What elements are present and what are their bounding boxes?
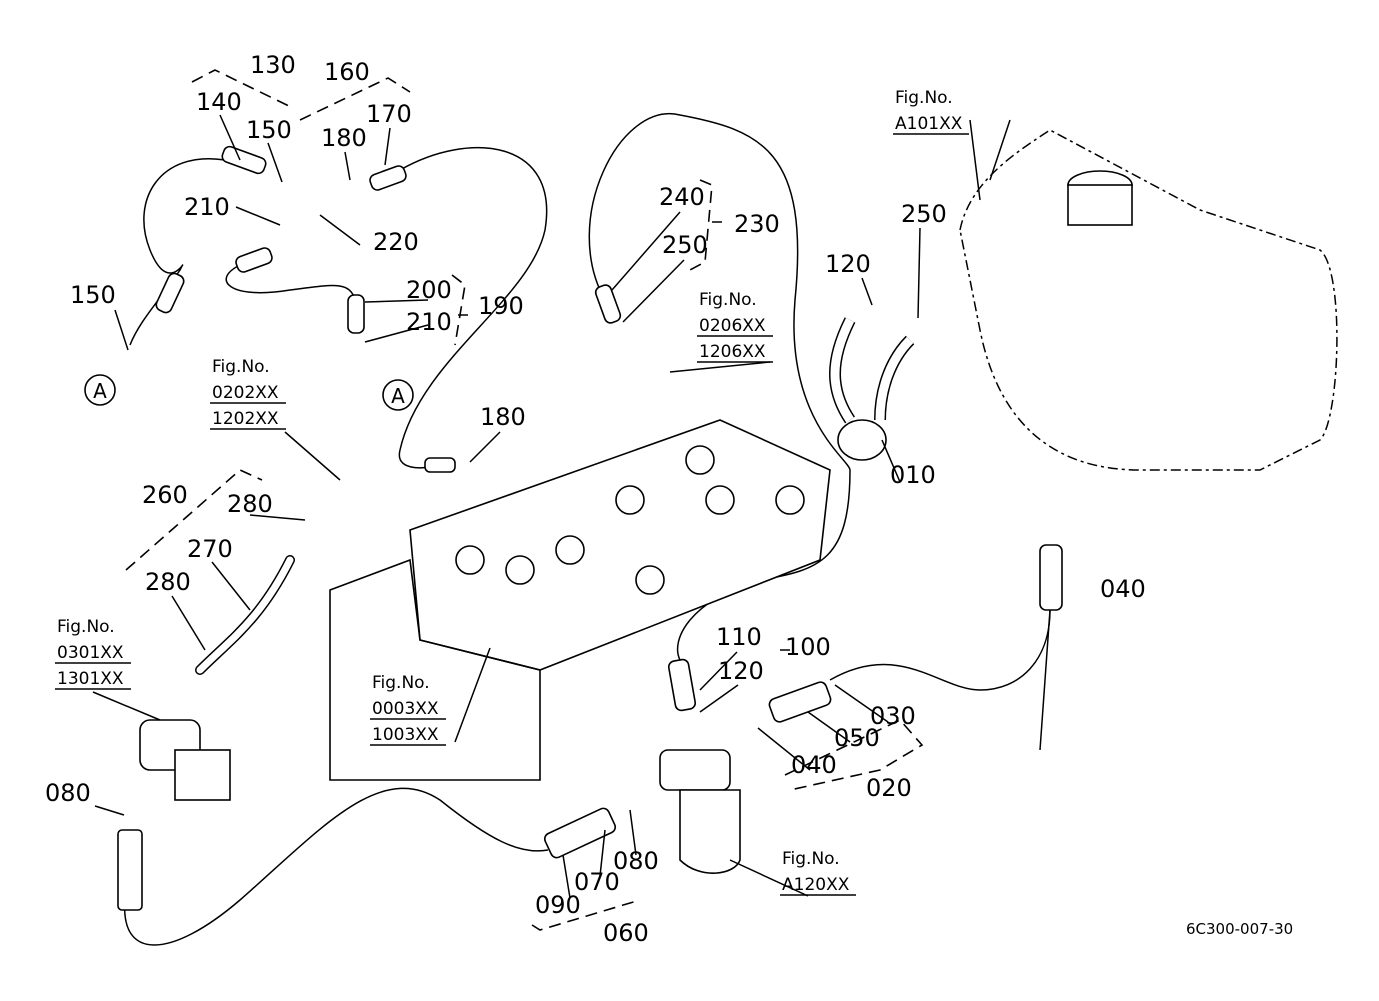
callout-250: 250 bbox=[901, 200, 947, 228]
callout-040: 040 bbox=[1100, 575, 1146, 603]
figure-ref-code: 1206XX bbox=[699, 342, 766, 362]
callout-280: 280 bbox=[227, 490, 273, 518]
callout-120: 120 bbox=[825, 250, 871, 278]
drawing-code: 6C300-007-30 bbox=[1186, 920, 1293, 938]
callout-010: 010 bbox=[890, 461, 936, 489]
callout-130: 130 bbox=[250, 51, 296, 79]
section-marker-A: A bbox=[391, 384, 405, 408]
figure-ref-code: 0202XX bbox=[212, 383, 279, 403]
callout-250: 250 bbox=[662, 231, 708, 259]
fuel-tank bbox=[959, 129, 1338, 471]
callout-labels: 130 160 140 170 150 180 210 220 150 200 190 210 180 2… bbox=[45, 51, 1293, 947]
callout-080: 080 bbox=[45, 779, 91, 807]
fuel-filter bbox=[659, 749, 741, 874]
leader-lines bbox=[92, 69, 1051, 931]
hose-segments bbox=[155, 145, 1063, 859]
callout-150: 150 bbox=[246, 116, 292, 144]
callout-280: 280 bbox=[145, 568, 191, 596]
callout-040: 040 bbox=[791, 751, 837, 779]
figure-ref-code: 1202XX bbox=[212, 409, 279, 429]
callout-090: 090 bbox=[535, 891, 581, 919]
fuel-pump bbox=[117, 719, 231, 911]
figure-ref-code: A101XX bbox=[895, 114, 963, 134]
figure-ref-title: Fig.No. bbox=[212, 357, 270, 377]
figure-ref-code: 1003XX bbox=[372, 725, 439, 745]
callout-190: 190 bbox=[478, 292, 524, 320]
figure-ref-code: 1301XX bbox=[57, 669, 124, 689]
callout-020: 020 bbox=[866, 774, 912, 802]
callout-060: 060 bbox=[603, 919, 649, 947]
figure-ref-title: Fig.No. bbox=[699, 290, 757, 310]
callout-170: 170 bbox=[366, 100, 412, 128]
callout-150: 150 bbox=[70, 281, 116, 309]
figure-ref-code: A120XX bbox=[782, 875, 850, 895]
callout-100: 100 bbox=[785, 633, 831, 661]
figure-ref-title: Fig.No. bbox=[372, 673, 430, 693]
callout-160: 160 bbox=[324, 58, 370, 86]
callout-210: 210 bbox=[184, 193, 230, 221]
section-marker-circle bbox=[382, 379, 414, 411]
callout-050: 050 bbox=[834, 724, 880, 752]
figure-ref-title: Fig.No. bbox=[57, 617, 115, 637]
callout-240: 240 bbox=[659, 183, 705, 211]
section-marker-circle bbox=[84, 374, 116, 406]
callout-180: 180 bbox=[321, 124, 367, 152]
figure-ref-code: 0206XX bbox=[699, 316, 766, 336]
figure-ref-title: Fig.No. bbox=[782, 849, 840, 869]
section-marker-A: A bbox=[93, 379, 107, 403]
callout-030: 030 bbox=[870, 702, 916, 730]
callout-200: 200 bbox=[406, 276, 452, 304]
callout-070: 070 bbox=[574, 868, 620, 896]
callout-140: 140 bbox=[196, 88, 242, 116]
callout-230: 230 bbox=[734, 210, 780, 238]
callout-120: 120 bbox=[718, 657, 764, 685]
cylinder-head bbox=[329, 419, 831, 781]
callout-110: 110 bbox=[716, 623, 762, 651]
callout-220: 220 bbox=[373, 228, 419, 256]
callout-270: 270 bbox=[187, 535, 233, 563]
callout-180: 180 bbox=[480, 403, 526, 431]
figure-ref-code: 0301XX bbox=[57, 643, 124, 663]
callout-210: 210 bbox=[406, 308, 452, 336]
callout-080: 080 bbox=[613, 847, 659, 875]
callout-260: 260 bbox=[142, 481, 188, 509]
figure-ref-code: 0003XX bbox=[372, 699, 439, 719]
figure-ref-title: Fig.No. bbox=[895, 88, 953, 108]
